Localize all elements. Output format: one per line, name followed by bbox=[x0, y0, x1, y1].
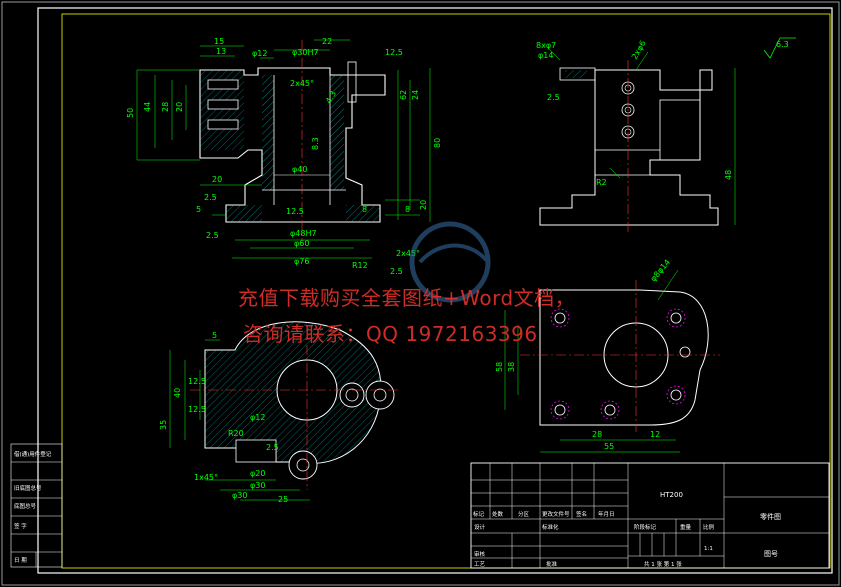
watermark-line-2: 咨询请联系：QQ 1972163396 bbox=[243, 322, 538, 346]
inner-frame bbox=[61, 13, 831, 569]
stage-weight: 重量 bbox=[680, 523, 692, 531]
dim-phi76: φ76 bbox=[294, 257, 309, 266]
dim-12-5b: 12.5 bbox=[286, 207, 304, 216]
dim-12-5c: 12.5 bbox=[188, 377, 206, 386]
scale-value: 1:1 bbox=[704, 546, 713, 552]
std-label: 标准化 bbox=[542, 523, 559, 531]
dim-2-5a: 2.5 bbox=[204, 193, 217, 202]
dim-2xphi6: 2xφ6 bbox=[630, 39, 648, 61]
roughness-value: 6.3 bbox=[776, 40, 789, 49]
dim-8xphi7: 8xφ7 bbox=[536, 41, 556, 50]
dim-20c: 20 bbox=[419, 200, 428, 210]
dim-58: 58 bbox=[495, 362, 504, 372]
front-section-view: 15 13 22 φ12 φ30H7 12.5 2x45° 44 50 28 2… bbox=[126, 37, 442, 276]
dim-12-5: 12.5 bbox=[385, 48, 403, 57]
dim-1x45: 1x45° bbox=[194, 473, 218, 482]
top-view: 5 12.5 40 12.5 35 R20 φ12 2.5 φ20 1x45° … bbox=[159, 321, 400, 504]
dim-12-5d: 12.5 bbox=[188, 405, 206, 414]
dim-25: 25 bbox=[278, 495, 288, 504]
dim-2-5d: 2.5 bbox=[547, 93, 560, 102]
dim-phi30b: φ30 bbox=[232, 491, 247, 500]
dim-phi12b: φ12 bbox=[250, 413, 265, 422]
dim-28: 28 bbox=[161, 102, 170, 112]
dim-44: 44 bbox=[143, 102, 152, 112]
dim-8-3: 8.3 bbox=[311, 137, 320, 150]
dim-12b: 12 bbox=[650, 430, 660, 439]
dim-phi20: φ20 bbox=[250, 469, 265, 478]
dim-phi30h7: φ30H7 bbox=[292, 48, 319, 57]
dim-2-5c: 2.5 bbox=[390, 267, 403, 276]
hdr-date: 年月日 bbox=[598, 510, 615, 518]
dim-20a: 20 bbox=[175, 102, 184, 112]
dim-38: 38 bbox=[507, 362, 516, 372]
dim-5: 5 bbox=[196, 205, 201, 214]
drawing-no-label: 图号 bbox=[764, 550, 778, 558]
role-design: 设计 bbox=[474, 523, 486, 531]
left-strip-1: 借(通)用件登记 bbox=[14, 450, 52, 458]
dim-r12: R12 bbox=[352, 261, 368, 270]
dim-8b: 8 bbox=[362, 205, 367, 214]
title-block: HT200 标记 处数 分区 更改文件号 签名 年月日 设计 标准化 审核 工艺… bbox=[470, 462, 830, 569]
left-strip: 借(通)用件登记 旧底图总号 底图总号 签 字 日 期 bbox=[10, 443, 63, 568]
dim-5b: 5 bbox=[212, 331, 217, 340]
dim-13: 13 bbox=[216, 47, 226, 56]
dim-r2: R2 bbox=[596, 178, 607, 187]
dim-phi30: φ30 bbox=[250, 481, 265, 490]
dim-20b: 20 bbox=[212, 175, 222, 184]
dim-chamfer-top: 2x45° bbox=[290, 79, 314, 88]
sheet-info: 共 1 张 第 1 张 bbox=[644, 560, 682, 568]
dim-r20: R20 bbox=[228, 429, 244, 438]
dim-62: 62 bbox=[399, 90, 408, 100]
hdr-sign: 签名 bbox=[576, 510, 587, 518]
dim-40: 40 bbox=[173, 388, 182, 398]
dim-28b: 28 bbox=[592, 430, 602, 439]
drawing-frame bbox=[37, 7, 833, 574]
dim-phi48h7: φ48H7 bbox=[290, 229, 317, 238]
hdr-mark: 标记 bbox=[473, 510, 485, 518]
dim-2-5b: 2.5 bbox=[206, 231, 219, 240]
dim-phi60: φ60 bbox=[294, 239, 309, 248]
material: HT200 bbox=[660, 491, 683, 499]
drawing-name: 零件图 bbox=[760, 512, 781, 521]
dim-50: 50 bbox=[126, 108, 135, 118]
role-craft: 工艺 bbox=[474, 561, 486, 568]
logo-watermark bbox=[409, 221, 491, 303]
dim-phi40: φ40 bbox=[292, 165, 307, 174]
left-strip-4: 签 字 bbox=[14, 522, 27, 530]
hdr-zone: 分区 bbox=[518, 510, 530, 518]
side-view: 8xφ7 φ14 2xφ6 2.5 R2 48 bbox=[536, 39, 736, 232]
dim-55: 55 bbox=[604, 442, 614, 451]
left-strip-2: 旧底图总号 bbox=[14, 484, 42, 492]
left-strip-5: 日 期 bbox=[14, 557, 27, 564]
hdr-change: 更改文件号 bbox=[542, 510, 570, 518]
dim-80: 80 bbox=[433, 138, 442, 148]
stage-mark: 阶段标记 bbox=[634, 523, 657, 531]
dim-48: 48 bbox=[724, 170, 733, 180]
stage-scale: 比例 bbox=[703, 523, 715, 531]
dim-35: 35 bbox=[159, 420, 168, 430]
roughness-symbol: 6.3 bbox=[763, 37, 796, 59]
dim-15: 15 bbox=[214, 37, 224, 46]
dim-2-5e: 2.5 bbox=[266, 443, 279, 452]
role-review: 审核 bbox=[474, 550, 486, 558]
dim-phi8phi14: φ8φ14 bbox=[649, 258, 672, 284]
hdr-count: 处数 bbox=[492, 510, 504, 518]
dim-22: 22 bbox=[322, 37, 332, 46]
approve-label: 批准 bbox=[546, 560, 558, 568]
dim-24: 24 bbox=[411, 90, 420, 100]
dim-phi14: φ14 bbox=[538, 51, 553, 60]
dim-chamfer-bottom: 2x45° bbox=[396, 249, 420, 258]
left-strip-3: 底图总号 bbox=[14, 502, 37, 510]
dim-8a: 8 bbox=[405, 205, 410, 214]
dim-phi12: φ12 bbox=[252, 49, 267, 58]
watermark-line-1: 充值下载购买全套图纸+Word文档， bbox=[238, 286, 576, 310]
